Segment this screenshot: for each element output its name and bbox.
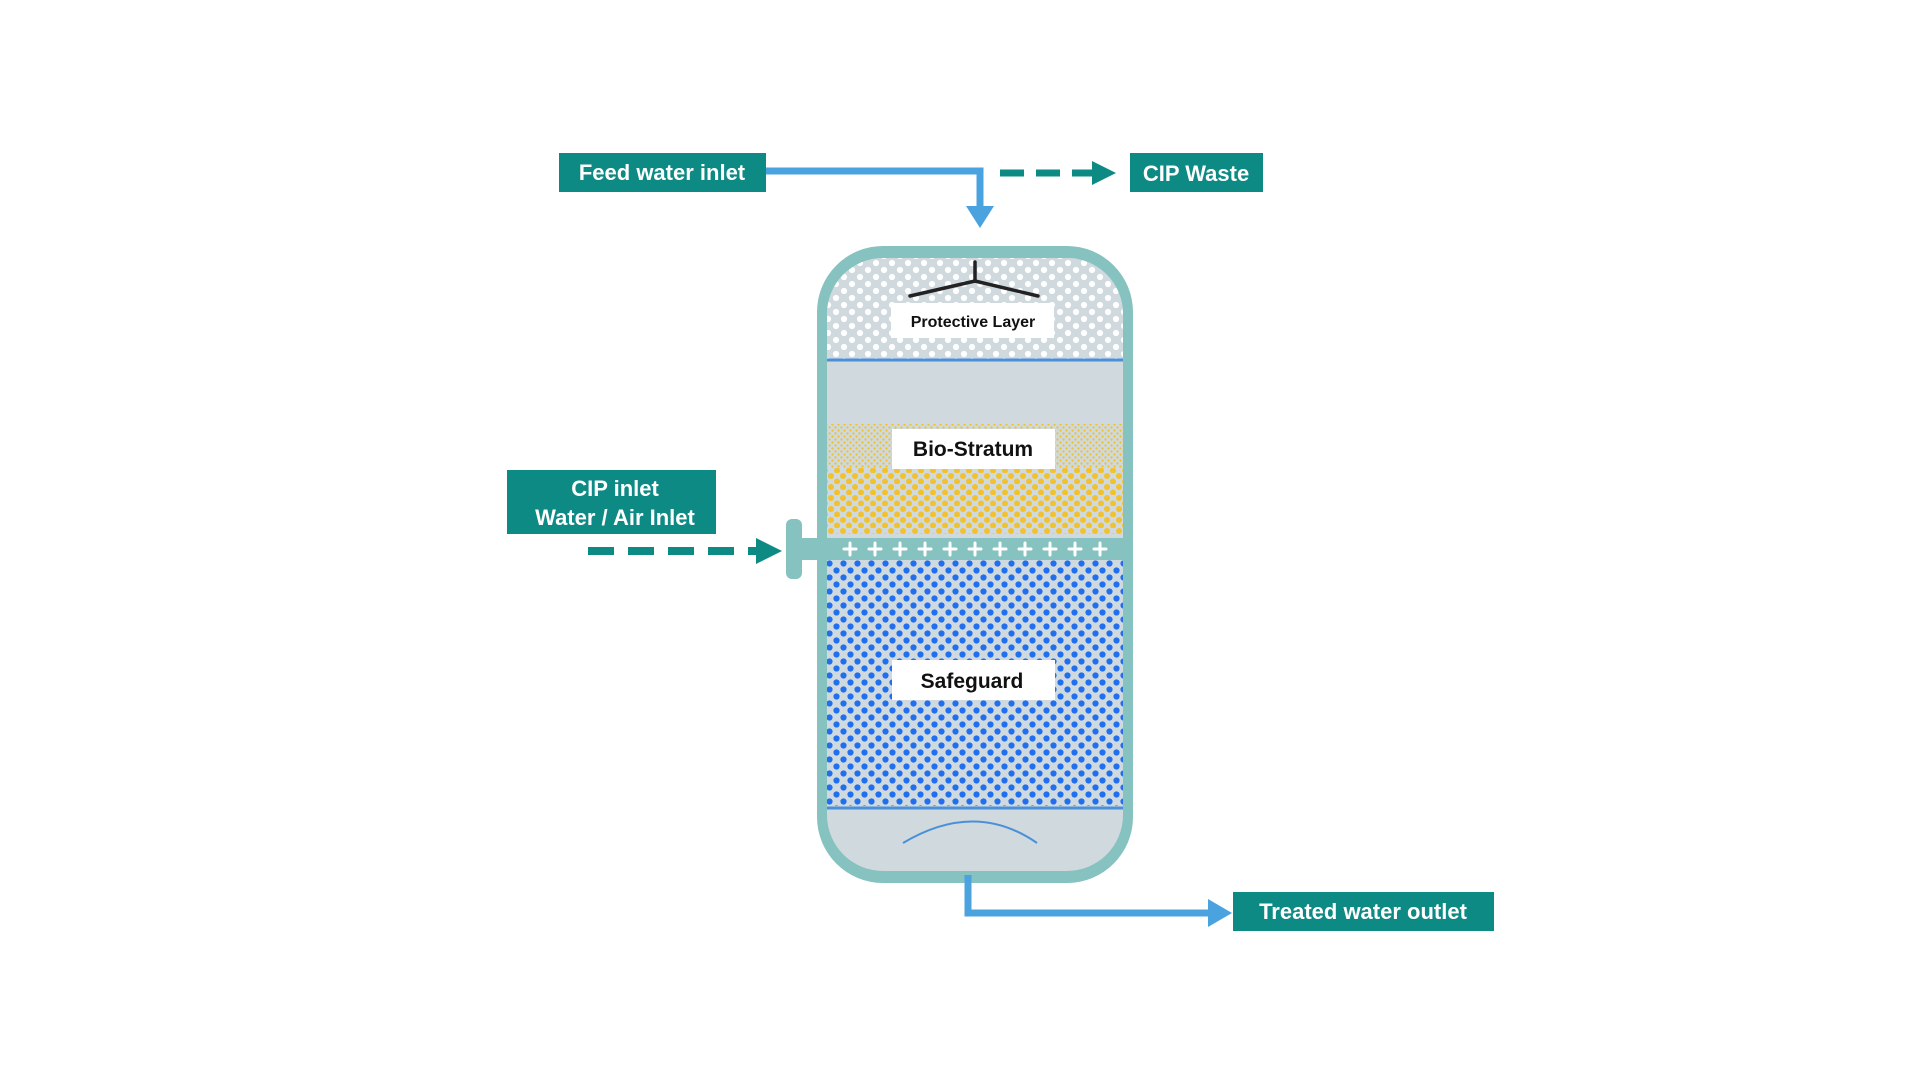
cip-inlet-flange [786,519,802,579]
nozzle-plus [942,541,958,557]
nozzle-plus [867,541,883,557]
nozzle-plus [892,541,908,557]
safeguard-text: Safeguard [921,670,1024,693]
cip-inlet-arrow [756,538,782,564]
feed-water-inlet-text: Feed water inlet [579,160,746,185]
nozzle-plus [1017,541,1033,557]
treated-water-pipe [964,875,1210,917]
treated-water-arrow [1208,899,1232,927]
nozzle-plus [1042,541,1058,557]
nozzle-plus [1067,541,1083,557]
nozzle-plus [842,541,858,557]
bottom-dish-curve [902,820,1038,844]
nozzle-plus [917,541,933,557]
cip-waste-arrow [1092,161,1116,185]
feed-water-arrow [966,206,994,228]
vessel-interior [827,258,1123,871]
protective-layer-label: Protective Layer [891,303,1054,338]
cip-waste-text: CIP Waste [1143,161,1249,186]
cip-inlet-text-line1: CIP inlet [571,476,659,501]
treated-water-outlet-text: Treated water outlet [1259,899,1468,924]
nozzle-plus [1092,541,1108,557]
treated-water-outlet-label: Treated water outlet [1233,892,1494,931]
cip-inlet-label: CIP inlet Water / Air Inlet [507,470,716,534]
bio-stratum-media [827,468,1123,534]
feed-water-pipe [765,167,984,208]
feed-water-inlet-label: Feed water inlet [559,153,766,192]
nozzle-plus [992,541,1008,557]
nozzle-plus [967,541,983,557]
safeguard-label: Safeguard [892,660,1055,700]
protective-layer-text: Protective Layer [911,314,1036,331]
plus-nozzle-icon [842,541,1108,557]
bio-stratum-text: Bio-Stratum [913,438,1033,461]
bio-stratum-label: Bio-Stratum [892,429,1055,469]
cip-inlet-text-line2: Water / Air Inlet [535,505,695,530]
cip-waste-label: CIP Waste [1130,153,1263,192]
y-distributor-icon [908,260,1040,298]
